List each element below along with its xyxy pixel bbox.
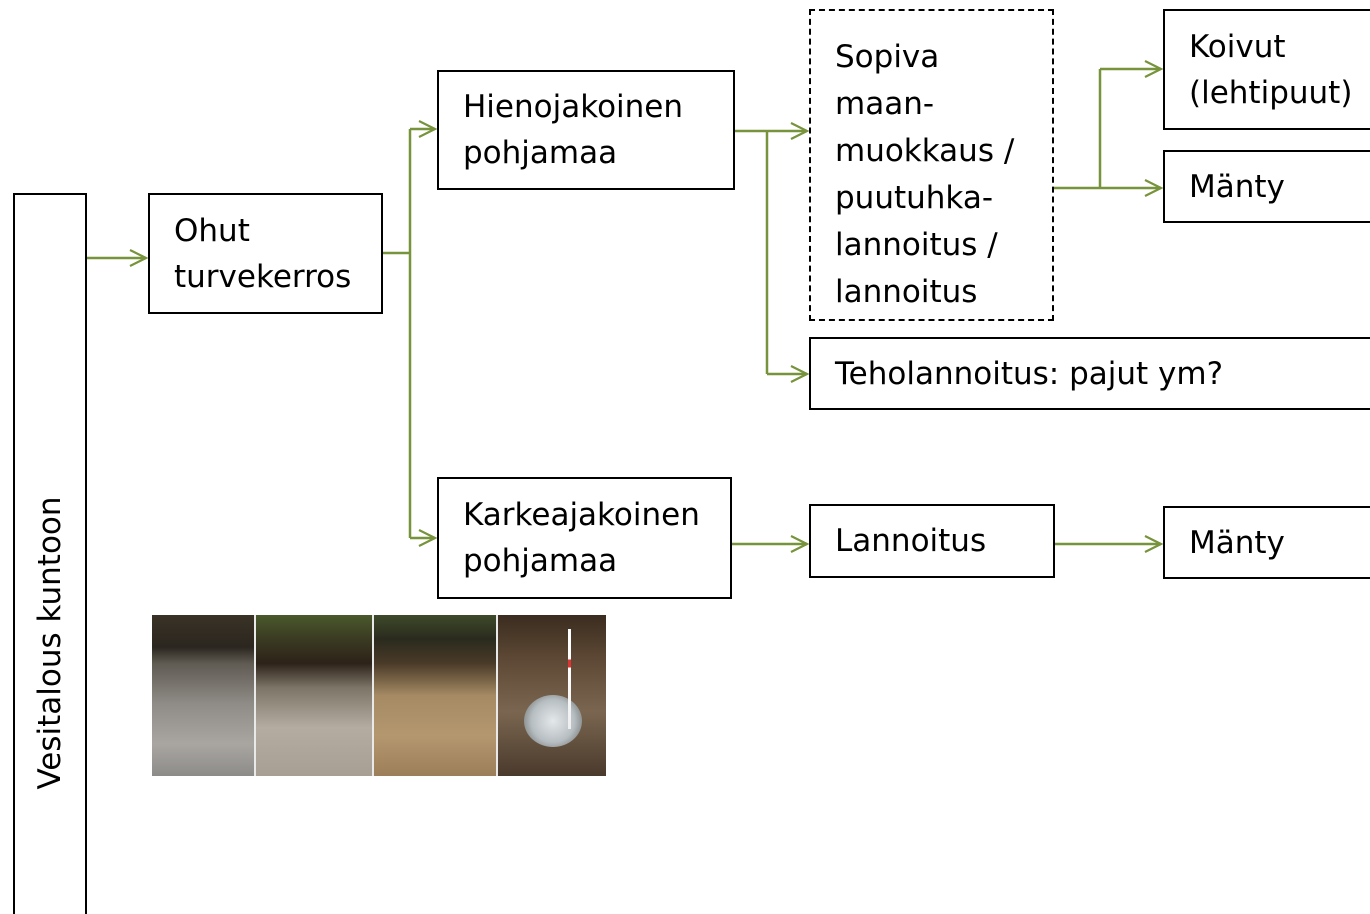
node-sopiva-line-6: lannoitus: [835, 274, 978, 310]
node-teholannoitus: Teholannoitus: pajut ym?: [809, 337, 1370, 410]
node-hienojakoinen-pohjamaa: Hienojakoinen pohjamaa: [437, 70, 735, 190]
node-ohut-line-2: turvekerros: [174, 258, 352, 295]
node-hieno-line-1: Hienojakoinen: [463, 89, 684, 125]
node-sopiva-line-1: Sopiva: [835, 39, 940, 75]
node-ohut-line-1: Ohut: [174, 212, 250, 249]
soil-photo-1: [152, 615, 256, 776]
node-karkeajakoinen-pohjamaa: Karkeajakoinen pohjamaa: [437, 477, 732, 599]
node-sopiva-line-4: puutuhka-: [835, 180, 994, 216]
water-pool: [524, 695, 582, 747]
node-manty-upper: Mänty: [1163, 150, 1370, 223]
node-manty-lower: Mänty: [1163, 506, 1370, 579]
node-lannoitus: Lannoitus: [809, 504, 1055, 578]
vesitalous-box: Vesitalous kuntoon: [13, 193, 87, 914]
node-sopiva-line-5: lannoitus /: [835, 227, 998, 263]
node-koivut-line-1: Koivut: [1189, 28, 1286, 65]
node-koivut: Koivut (lehtipuut): [1163, 9, 1370, 130]
soil-photos: [152, 615, 606, 776]
node-manty-lower-label: Mänty: [1189, 524, 1285, 561]
soil-photo-3: [374, 615, 498, 776]
node-sopiva-maanmuokkaus: Sopiva maan- muokkaus / puutuhka- lannoi…: [809, 9, 1054, 321]
node-karkea-line-2: pohjamaa: [463, 543, 618, 579]
soil-photo-4: [498, 615, 606, 776]
node-hieno-line-2: pohjamaa: [463, 135, 618, 171]
node-karkea-line-1: Karkeajakoinen: [463, 497, 700, 533]
node-sopiva-line-3: muokkaus /: [835, 133, 1015, 169]
node-teholannoitus-label: Teholannoitus: pajut ym?: [835, 355, 1224, 392]
node-manty-upper-label: Mänty: [1189, 168, 1285, 205]
node-lannoitus-label: Lannoitus: [835, 523, 987, 559]
node-ohut-turvekerros: Ohut turvekerros: [148, 193, 383, 314]
node-koivut-line-2: (lehtipuut): [1189, 74, 1353, 111]
node-sopiva-line-2: maan-: [835, 86, 935, 122]
soil-photo-2: [256, 615, 374, 776]
measuring-stick: [568, 629, 571, 729]
